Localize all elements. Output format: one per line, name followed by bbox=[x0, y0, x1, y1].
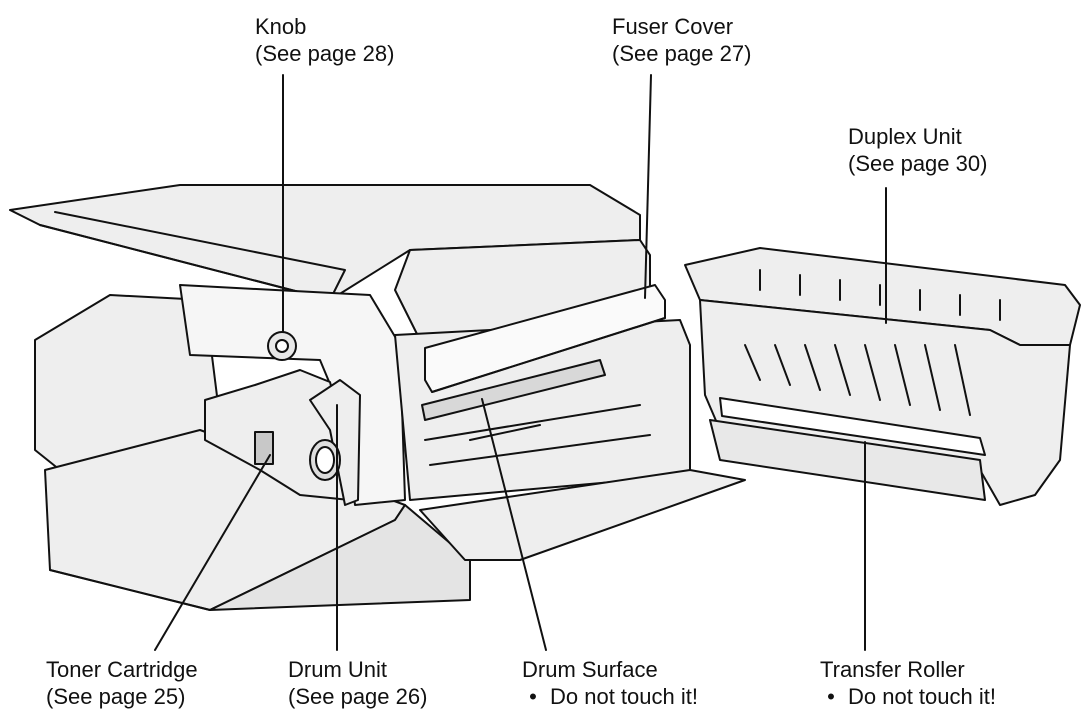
fuser-cover-page-ref: (See page 27) bbox=[612, 41, 752, 66]
drum-surface-title: Drum Surface bbox=[522, 657, 658, 682]
drum-unit-label: Drum Unit (See page 26) bbox=[288, 656, 427, 710]
transfer-roller-title: Transfer Roller bbox=[820, 657, 965, 682]
drum-unit-block bbox=[309, 379, 361, 506]
drum-surface-strip bbox=[421, 359, 606, 421]
drum-end-cap-inner bbox=[315, 446, 335, 474]
bullet-icon: • bbox=[827, 684, 835, 709]
leader-toner-cartridge bbox=[154, 454, 271, 651]
toner-cartridge-label: Toner Cartridge (See page 25) bbox=[46, 656, 198, 710]
transfer-roller-warning: • Do not touch it! bbox=[820, 683, 996, 710]
transfer-roller-label: Transfer Roller • Do not touch it! bbox=[820, 656, 996, 710]
knob-page-ref: (See page 28) bbox=[255, 41, 395, 66]
knob-label: Knob (See page 28) bbox=[255, 13, 394, 67]
toner-cartridge-title: Toner Cartridge bbox=[46, 657, 198, 682]
leader-drum-surface bbox=[481, 398, 547, 651]
toner-window bbox=[254, 431, 274, 465]
drum-surface-label: Drum Surface • Do not touch it! bbox=[522, 656, 698, 710]
fuser-cover-title: Fuser Cover bbox=[612, 14, 734, 39]
leader-fuser-cover bbox=[644, 74, 652, 299]
duplex-unit-page-ref: (See page 30) bbox=[848, 151, 988, 176]
drum-surface-note: Do not touch it! bbox=[550, 684, 698, 709]
inner-rollers bbox=[424, 404, 651, 466]
knob-center bbox=[275, 339, 289, 353]
bullet-icon: • bbox=[529, 684, 537, 709]
paper-tray-flap bbox=[419, 469, 746, 561]
drum-unit-title: Drum Unit bbox=[288, 657, 388, 682]
drum-unit-page-ref: (See page 26) bbox=[288, 684, 428, 709]
transfer-roller-tray bbox=[709, 419, 986, 501]
fuser-cover-shade bbox=[431, 317, 666, 393]
duplex-unit-label: Duplex Unit (See page 30) bbox=[848, 123, 987, 177]
toner-cartridge-page-ref: (See page 25) bbox=[46, 684, 186, 709]
drum-surface-warning: • Do not touch it! bbox=[522, 683, 698, 710]
transfer-roller bbox=[719, 397, 986, 456]
printer-base bbox=[209, 504, 471, 611]
transfer-roller-note: Do not touch it! bbox=[848, 684, 996, 709]
knob-title: Knob bbox=[255, 14, 307, 39]
duplex-unit-title: Duplex Unit bbox=[848, 124, 962, 149]
printer-lid-edge bbox=[39, 211, 346, 301]
duplex-ribs bbox=[759, 269, 1001, 321]
fuser-cover-label: Fuser Cover (See page 27) bbox=[612, 13, 751, 67]
duplex-fins bbox=[744, 344, 971, 416]
